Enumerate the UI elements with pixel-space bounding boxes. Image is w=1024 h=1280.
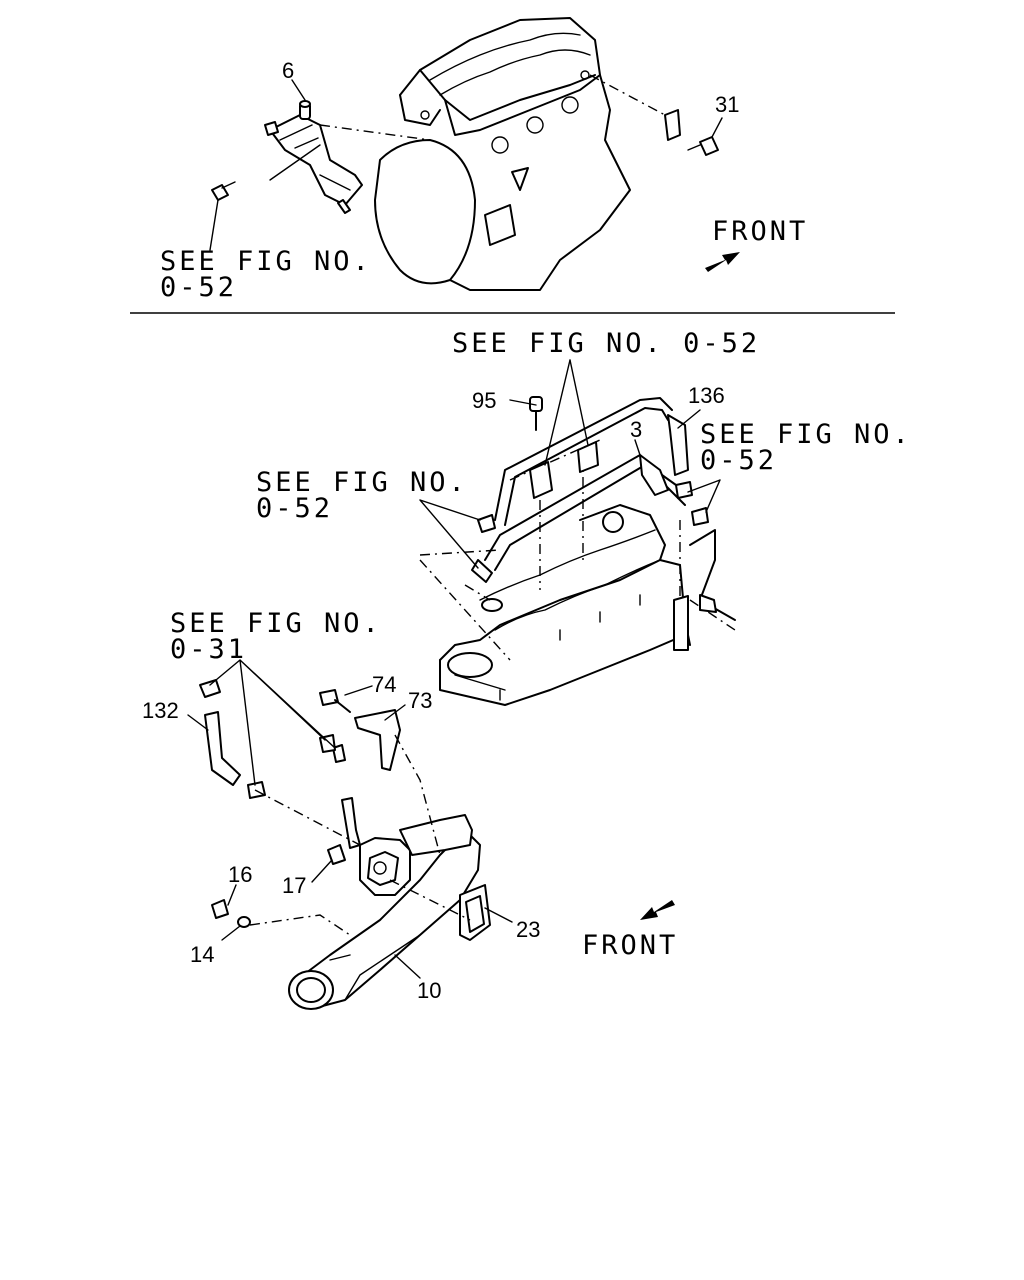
leader-73 (384, 704, 406, 721)
callout-10: 10 (417, 978, 441, 1003)
callout-95: 95 (472, 388, 496, 413)
leader-74 (344, 685, 373, 696)
see-fig-top-line2: 0-52 (160, 272, 237, 303)
part-6-pipe-assembly (264, 100, 363, 214)
callout-132: 132 (142, 698, 179, 723)
callout-14: 14 (190, 942, 214, 967)
front-label-top: FRONT (712, 216, 808, 247)
leader-seefig-right (687, 479, 721, 513)
front-arrow-top-icon (705, 252, 740, 272)
callout-74: 74 (372, 672, 396, 697)
part-31-bolt (664, 109, 719, 156)
part-136-pipe (477, 397, 689, 533)
engine-block-top (374, 17, 631, 291)
bottom-engine-view: SEE FIG NO. 0-52 95 136 3 SEE FIG NO. 0-… (142, 328, 912, 1010)
leader-95 (509, 399, 537, 406)
leader-14 (221, 925, 241, 941)
leader-seefig-031 (209, 659, 336, 786)
leader-10 (394, 954, 421, 979)
leader-17 (311, 859, 333, 883)
part-3-pipe (471, 454, 691, 583)
callout-73: 73 (408, 688, 432, 713)
front-label-bottom: FRONT (582, 930, 678, 961)
cylinder-head (439, 504, 691, 706)
callout-17: 17 (282, 873, 306, 898)
leader-16 (227, 884, 237, 906)
leader-seefig-top (209, 199, 219, 251)
see-fig-top-line1: SEE FIG NO. (160, 246, 372, 277)
top-engine-view: 6 31 SEE FIG NO. 0-52 FRONT (160, 17, 808, 303)
part-10-outlet-pipe (288, 834, 481, 1010)
leader-31 (711, 117, 723, 138)
see-fig-right-line2: 0-52 (700, 445, 777, 476)
leader-3 (634, 439, 641, 456)
front-arrow-bottom-icon (640, 900, 675, 920)
see-fig-left-line2: 0-52 (256, 493, 333, 524)
see-fig-031-line2: 0-31 (170, 634, 247, 665)
callout-16: 16 (228, 862, 252, 887)
leader-6 (291, 79, 306, 101)
leader-23 (484, 907, 513, 923)
part-95-bolt (529, 396, 599, 499)
callout-3: 3 (630, 417, 642, 442)
callout-31: 31 (715, 92, 739, 117)
callout-6: 6 (282, 58, 294, 83)
part-73-bracket (319, 689, 401, 771)
callout-23: 23 (516, 917, 540, 942)
part-23-gasket (459, 884, 491, 941)
see-fig-top-label: SEE FIG NO. 0-52 (452, 328, 760, 359)
part-132-hose (199, 679, 266, 799)
leader-136 (677, 409, 701, 429)
leader-seefig-left (419, 499, 481, 569)
callout-136: 136 (688, 383, 725, 408)
leader-seefig-052-a (544, 359, 571, 466)
see-fig-left-line1: SEE FIG NO. (256, 467, 468, 498)
leader-132 (187, 714, 209, 731)
see-fig-031-line1: SEE FIG NO. (170, 608, 382, 639)
thermostat-housing (359, 814, 473, 896)
leader-seefig-052-b (569, 359, 589, 446)
see-fig-right-line1: SEE FIG NO. (700, 419, 912, 450)
bolt-left-top (211, 181, 236, 201)
